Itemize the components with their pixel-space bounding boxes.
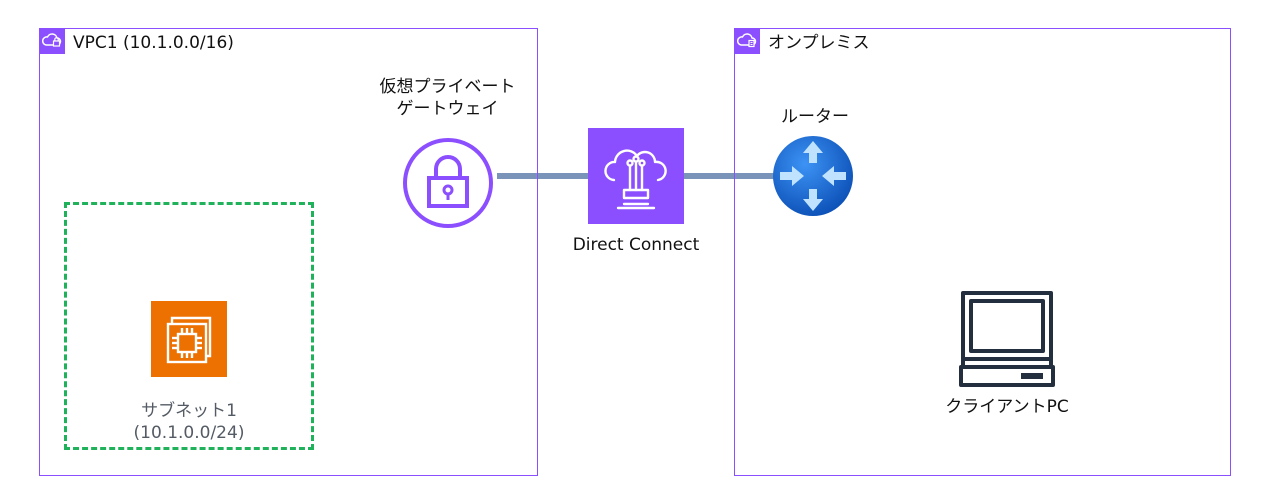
onprem-title: オンプレミス bbox=[768, 33, 870, 53]
router-label: ルーター bbox=[781, 107, 849, 127]
subnet-cidr: (10.1.0.0/24) bbox=[133, 423, 245, 444]
vgw-label-line2: ゲートウェイ bbox=[396, 99, 499, 120]
vpc-cloud-lock-icon bbox=[39, 28, 65, 54]
client-pc-label: クライアントPC bbox=[945, 397, 1069, 417]
vgw-label: 仮想プライベート ゲートウェイ bbox=[360, 76, 535, 120]
direct-connect-icon bbox=[588, 128, 684, 224]
vpc-group: VPC1 (10.1.0.0/16) bbox=[39, 28, 538, 476]
desktop-pc-icon bbox=[957, 290, 1057, 390]
lock-icon bbox=[398, 137, 498, 229]
router-icon bbox=[772, 135, 854, 217]
vgw-label-line1: 仮想プライベート bbox=[379, 77, 516, 97]
subnet-name: サブネット1 bbox=[141, 401, 237, 421]
subnet-group bbox=[64, 202, 314, 450]
ec2-instance-icon bbox=[151, 301, 227, 377]
corporate-cloud-icon bbox=[734, 28, 760, 54]
vpc-title: VPC1 (10.1.0.0/16) bbox=[73, 33, 234, 53]
onprem-group: オンプレミス bbox=[734, 28, 1231, 476]
subnet-label: サブネット1 (10.1.0.0/24) bbox=[114, 400, 264, 444]
direct-connect-label: Direct Connect bbox=[572, 235, 700, 255]
